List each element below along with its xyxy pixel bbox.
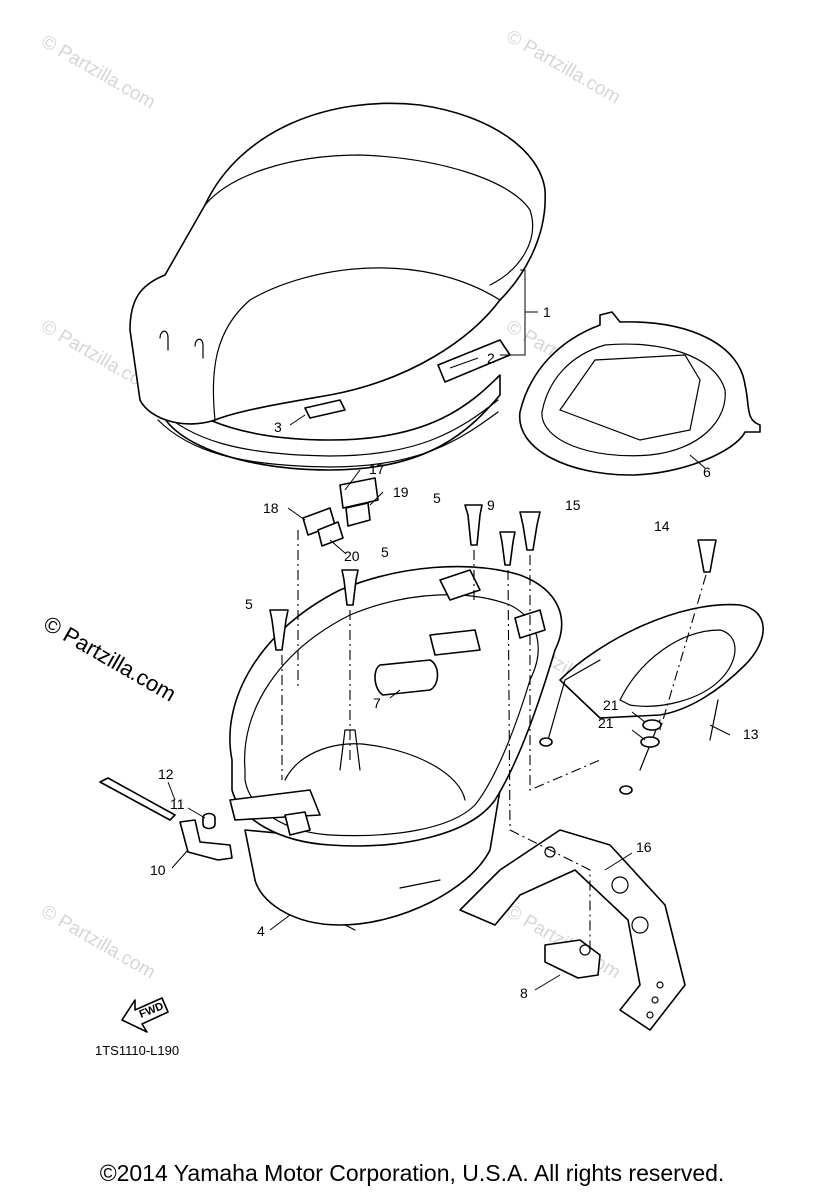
leader-lines — [167, 269, 731, 991]
callout-14: 14 — [654, 518, 670, 534]
callout-11: 11 — [170, 796, 185, 812]
diagram-code: 1TS1110-L190 — [95, 1043, 179, 1058]
watermark: © Partzilla.com — [38, 31, 159, 113]
callout-10: 10 — [150, 862, 166, 878]
callout-5: 5 — [433, 490, 441, 506]
latch-assembly — [544, 939, 601, 979]
callout-16: 16 — [636, 839, 652, 855]
forward-arrow-icon: FWD — [121, 997, 169, 1033]
callout-4: 4 — [257, 923, 265, 939]
callout-5: 5 — [381, 544, 389, 560]
callout-13: 13 — [743, 726, 759, 742]
watermark: © Partzilla.com — [38, 901, 159, 983]
callout-18: 18 — [263, 500, 279, 516]
callout-15: 15 — [565, 497, 581, 513]
luggage-box — [229, 565, 563, 931]
assembly-lines — [281, 530, 707, 950]
partzilla-logo: © Partzilla.com — [40, 611, 181, 707]
callout-21: 21 — [603, 697, 619, 713]
callout-8: 8 — [520, 985, 528, 1001]
seat-damper — [374, 659, 439, 696]
seat — [129, 102, 546, 471]
seat-sheet — [519, 311, 761, 476]
callout-6: 6 — [703, 464, 711, 480]
callout-21: 21 — [598, 715, 614, 731]
watermark: © Partzilla.com — [503, 26, 624, 108]
bracket — [459, 829, 686, 1031]
callout-5: 5 — [245, 596, 253, 612]
callout-9: 9 — [487, 497, 495, 513]
callout-20: 20 — [344, 548, 360, 564]
callout-1: 1 — [543, 304, 551, 320]
stay-bolt-nut — [99, 777, 233, 861]
rear-carrier — [539, 603, 764, 795]
callout-2: 2 — [487, 350, 495, 366]
callout-19: 19 — [393, 484, 409, 500]
callout-7: 7 — [373, 695, 381, 711]
copyright-notice: ©2014 Yamaha Motor Corporation, U.S.A. A… — [99, 1160, 725, 1186]
callout-17: 17 — [369, 461, 385, 477]
callout-12: 12 — [158, 766, 174, 782]
callout-3: 3 — [274, 419, 282, 435]
callouts: 1 2 3 6 17 19 18 20 5 5 5 9 15 14 7 21 2… — [150, 304, 759, 1001]
labels — [302, 477, 379, 547]
bolts — [269, 504, 717, 748]
